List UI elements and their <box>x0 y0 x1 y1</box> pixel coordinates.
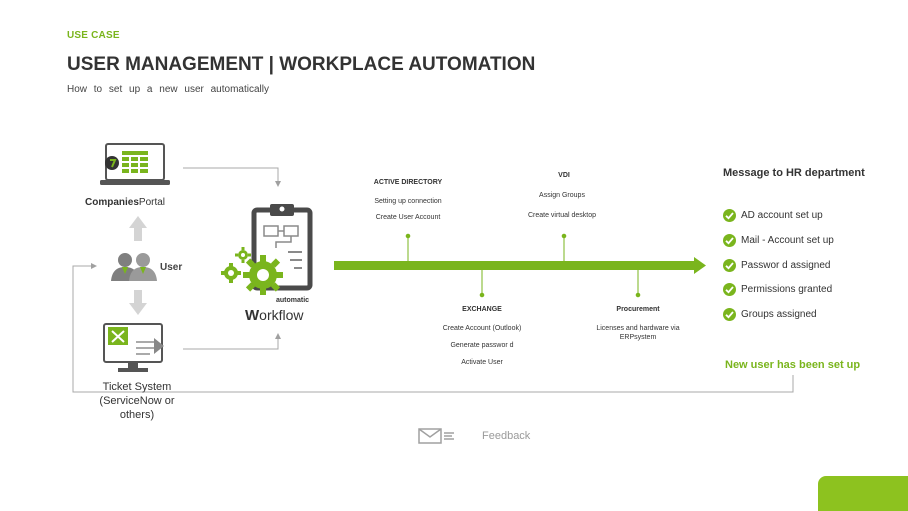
arrow-user-to-ticket <box>129 290 147 315</box>
hr-message-title: Message to HR department <box>723 167 865 179</box>
workflow-small-label: automatic <box>276 297 310 304</box>
step-item: Create virtual desktop <box>527 212 597 219</box>
step-title-vdi: VDI <box>558 172 570 179</box>
feedback-loop-line <box>72 263 794 393</box>
corner-accent-block <box>818 476 908 511</box>
user-label: User <box>160 262 183 273</box>
check-icon <box>723 258 736 272</box>
process-timeline <box>334 257 706 274</box>
step-item: ERPsystem <box>619 334 657 341</box>
gear-icon <box>221 247 283 295</box>
hr-check-item: Groups assigned <box>723 307 817 321</box>
user-set-up-status: New user has been set up <box>725 359 861 371</box>
ticket-system-label: Ticket System (ServiceNow or others) <box>99 381 175 421</box>
page-title: USER MANAGEMENT | WORKPLACE AUTOMATION <box>67 54 536 75</box>
feedback-link[interactable]: Feedback <box>482 430 531 442</box>
page-subtitle: How to set up a new user automatically <box>67 84 269 95</box>
check-icon <box>723 233 736 247</box>
arrow-portal-to-workflow <box>183 167 281 187</box>
arrow-user-to-portal <box>129 216 147 241</box>
step-item: Create User Account <box>375 214 441 221</box>
step-item: Generate passwor d <box>450 342 514 349</box>
mail-icon[interactable] <box>418 427 456 445</box>
step-item: Licenses and hardware via <box>596 325 680 332</box>
portal-label: CompaniesPortal <box>85 197 166 208</box>
check-icon <box>723 307 736 321</box>
check-icon <box>723 282 736 296</box>
hr-check-item: Passwor d assigned <box>723 258 831 272</box>
ticket-monitor-icon <box>103 323 164 372</box>
step-title-procurement: Procurement <box>616 306 660 313</box>
arrow-ticket-to-workflow <box>183 333 281 350</box>
step-item: Create Account (Outlook) <box>442 325 522 332</box>
hr-check-item: Permissions granted <box>723 282 832 296</box>
laptop-portal-icon <box>100 143 170 185</box>
step-item: Activate User <box>461 359 503 366</box>
step-item: Assign Groups <box>539 192 585 199</box>
users-icon <box>111 253 157 281</box>
step-title-active-directory: ACTIVE DIRECTORY <box>373 179 443 186</box>
check-icon <box>723 208 736 222</box>
clipboard-workflow-icon <box>251 204 313 291</box>
step-title-exchange: EXCHANGE <box>462 306 502 313</box>
step-item: Setting up connection <box>374 198 442 205</box>
use-case-kicker: USE CASE <box>67 30 120 41</box>
hr-check-item: AD account set up <box>723 208 823 222</box>
hr-check-item: Mail - Account set up <box>723 233 834 247</box>
workflow-label: Workflow <box>245 307 304 324</box>
